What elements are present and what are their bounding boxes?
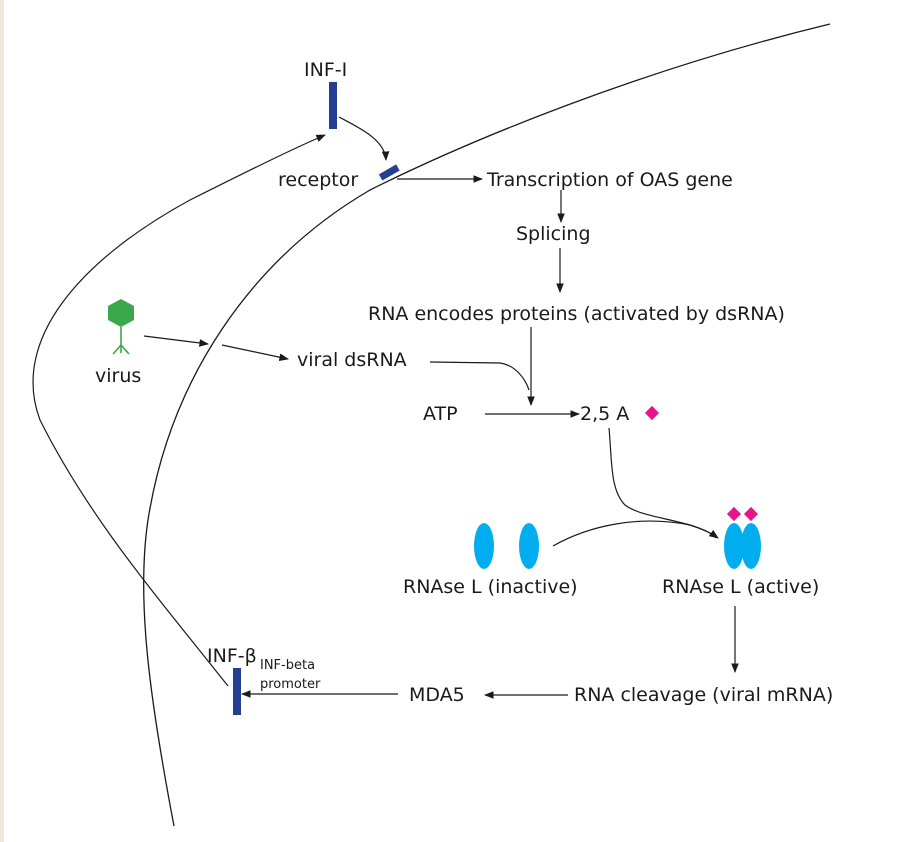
rnase-active-label: RNAse L (active) (662, 576, 819, 598)
inf-beta-bar-icon (233, 668, 241, 715)
secretion-path-edge (32, 134, 326, 687)
rnase-inactive-to-active-edge (552, 520, 717, 547)
rnase-inactive-label: RNAse L (inactive) (403, 576, 578, 598)
virus-entry-edge (143, 335, 209, 347)
cell-membrane (143, 23, 831, 827)
splicing-label: Splicing (516, 223, 591, 245)
virus-label: virus (95, 365, 141, 387)
inf-i-bar-icon (329, 82, 337, 129)
receptor-label: receptor (278, 169, 358, 191)
mda5-label: MDA5 (409, 684, 465, 706)
inf-beta-label: INF-β (207, 645, 257, 667)
atp-label: ATP (423, 403, 458, 425)
transcription-label: Transcription of OAS gene (486, 169, 733, 191)
inf-i-label: INF-I (304, 59, 347, 81)
2-5a-diamond-icon (644, 405, 660, 421)
virus-icon (108, 299, 134, 355)
rnase-l-inactive-monomer-icon (474, 523, 494, 569)
rna-encodes-label: RNA encodes proteins (activated by dsRNA… (368, 303, 785, 325)
rna-cleavage-label: RNA cleavage (viral mRNA) (574, 684, 833, 706)
inf-i-to-receptor-edge (338, 116, 390, 161)
inf-beta-promoter-label-line2: promoter (260, 677, 321, 692)
rnase-l-active-dimer-icon (724, 506, 761, 569)
2-5a-label: 2,5 A (580, 403, 629, 425)
inf-beta-promoter-label-line1: INF-beta (260, 658, 315, 673)
receptor-icon (378, 164, 400, 181)
virus-to-dsrna-edge (221, 344, 289, 361)
rnase-l-inactive-monomer-icon (519, 523, 539, 569)
left-edge-strip (0, 0, 4, 842)
dsrna-to-oas-edge (429, 361, 530, 391)
viral-dsrna-label: viral dsRNA (297, 349, 407, 371)
